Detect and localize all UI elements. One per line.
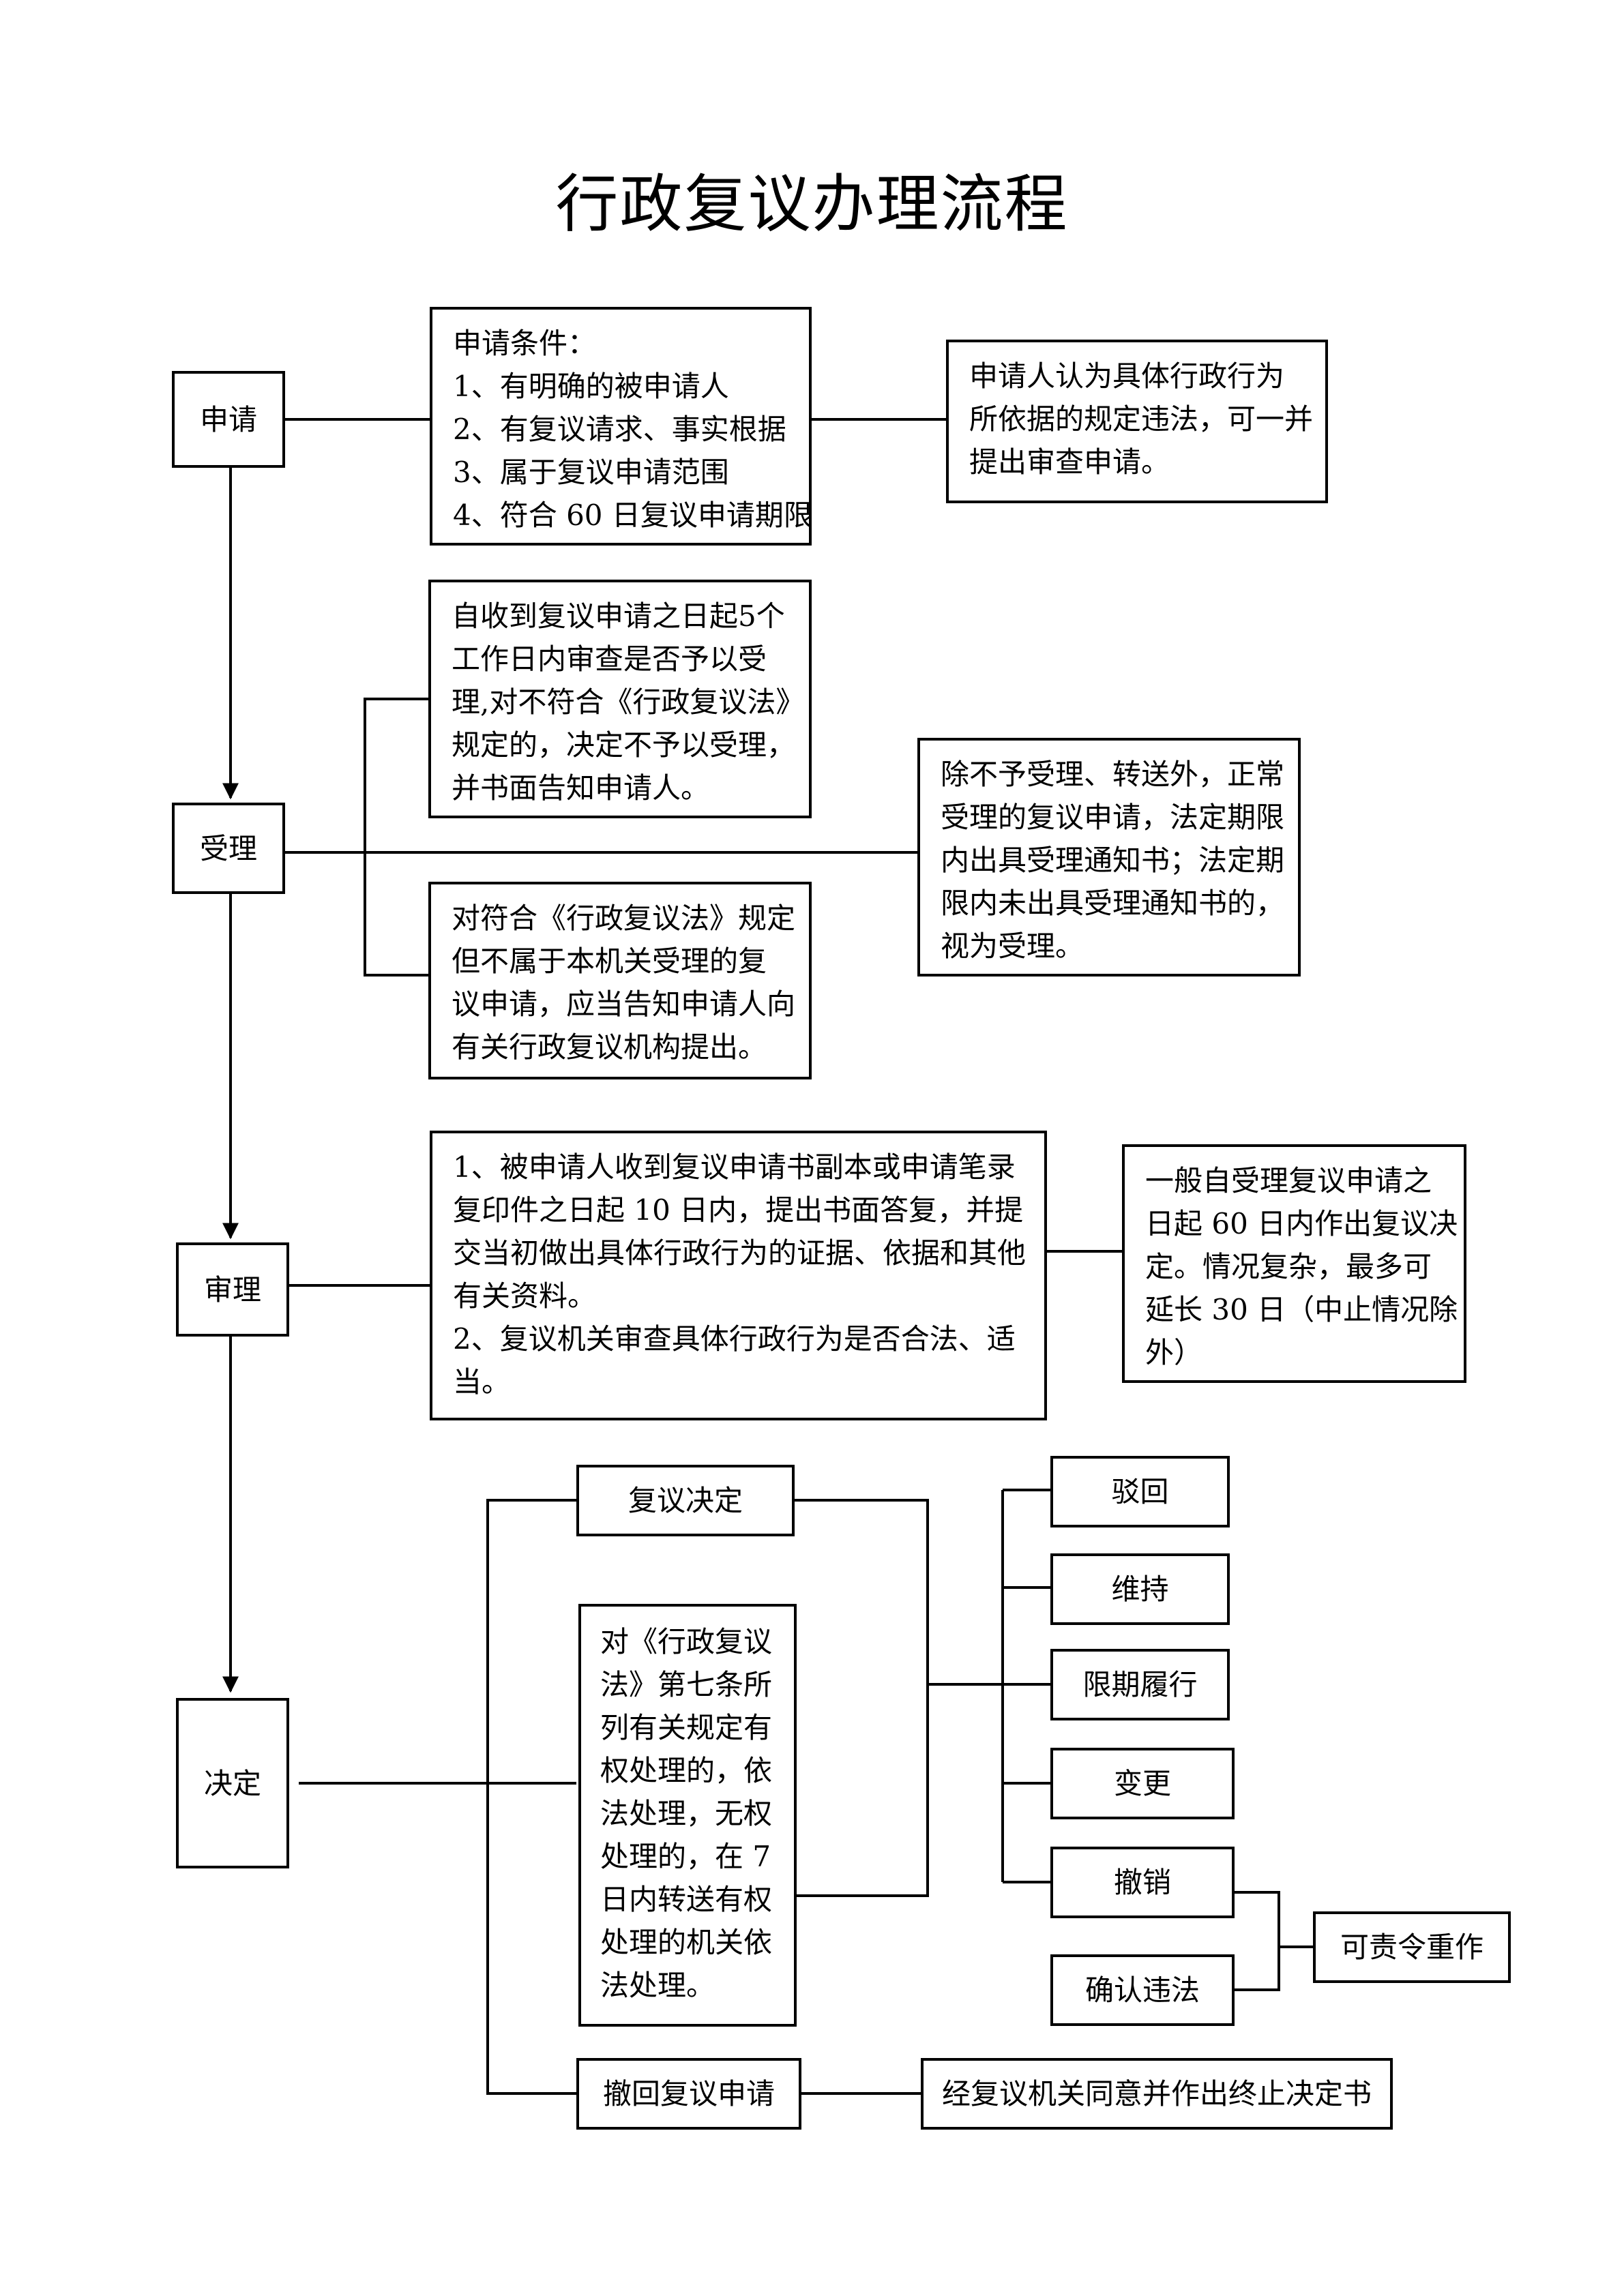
stage-review-label: 审理 [203, 1272, 261, 1307]
review-note-line: 外） [1145, 1336, 1203, 1369]
review-main-line: 当。 [453, 1365, 511, 1399]
accept-note-line: 限内未出具受理通知书的， [941, 886, 1285, 920]
accept-refer-line: 有关行政复议机构提出。 [452, 1030, 767, 1064]
decision-main-label: 复议决定 [628, 1484, 743, 1517]
decision-article7-line: 日内转送有权 [600, 1883, 773, 1916]
decision-article7-line: 处理的，在 7 [600, 1840, 771, 1873]
decision-article7-box: 对《行政复议 法》第七条所 列有关规定有 权处理的，依 法处理，无权 处理的，在… [578, 1604, 797, 2027]
outcome-change-label: 变更 [1113, 1767, 1171, 1800]
accept-refer-box: 对符合《行政复议法》规定 但不属于本机关受理的复 议申请，应当告知申请人向 有关… [428, 882, 812, 1079]
apply-note-box: 申请人认为具体行政行为 所依据的规定违法，可一并 提出审查申请。 [946, 340, 1328, 503]
review-main-line: 复印件之日起 10 日内，提出书面答复，并提 [453, 1193, 1024, 1227]
withdraw-box: 撤回复议申请 [576, 2058, 801, 2130]
decision-article7-line: 列有关规定有 [600, 1711, 773, 1744]
stage-accept-label: 受理 [199, 831, 257, 865]
accept-refer-line: 对符合《行政复议法》规定 [452, 901, 796, 935]
outcome-perform-label: 限期履行 [1082, 1668, 1198, 1701]
accept-review-line: 并书面告知申请人。 [452, 771, 710, 805]
decision-article7-line: 法》第七条所 [600, 1668, 773, 1701]
stage-apply-box: 申请 [172, 371, 285, 468]
outcome-change-box: 变更 [1050, 1748, 1235, 1819]
accept-review-line: 工作日内审查是否予以受 [452, 642, 767, 676]
decision-article7-line: 权处理的，依 [600, 1754, 773, 1787]
review-main-box: 1、被申请人收到复议申请书副本或申请笔录 复印件之日起 10 日内，提出书面答复… [430, 1131, 1047, 1420]
redo-box: 可责令重作 [1313, 1911, 1511, 1983]
apply-conditions-line: 4、符合 60 日复议申请期限 [453, 498, 812, 532]
outcome-confirm-illegal-label: 确认违法 [1084, 1973, 1200, 2007]
accept-refer-line: 但不属于本机关受理的复 [452, 944, 767, 978]
review-main-line: 有关资料。 [453, 1279, 597, 1313]
accept-note-line: 受理的复议申请，法定期限 [941, 801, 1285, 834]
accept-review-line: 规定的，决定不予以受理， [452, 728, 796, 762]
apply-note-line: 申请人认为具体行政行为 [969, 359, 1285, 393]
stage-decide-box: 决定 [176, 1698, 289, 1868]
review-note-line: 定。情况复杂，最多可 [1145, 1250, 1432, 1283]
accept-note-box: 除不予受理、转送外，正常 受理的复议申请，法定期限 内出具受理通知书；法定期 限… [917, 738, 1301, 976]
stage-decide-label: 决定 [203, 1766, 261, 1800]
redo-label: 可责令重作 [1340, 1930, 1483, 1964]
accept-note-line: 内出具受理通知书；法定期 [941, 844, 1285, 877]
decision-article7-line: 法处理，无权 [600, 1797, 773, 1830]
review-main-line: 交当初做出具体行政行为的证据、依据和其他 [453, 1236, 1027, 1270]
accept-review-box: 自收到复议申请之日起5个 工作日内审查是否予以受 理,对不符合《行政复议法》 规… [428, 580, 812, 818]
review-note-line: 日起 60 日内作出复议决 [1145, 1207, 1458, 1240]
apply-note-line: 所依据的规定违法，可一并 [969, 402, 1314, 436]
stage-review-box: 审理 [176, 1242, 289, 1337]
review-main-line: 2、复议机关审查具体行政行为是否合法、适 [453, 1322, 1016, 1356]
review-note-box: 一般自受理复议申请之 日起 60 日内作出复议决 定。情况复杂，最多可 延长 3… [1122, 1144, 1466, 1383]
withdraw-result-label: 经复议机关同意并作出终止决定书 [941, 2077, 1372, 2111]
apply-note-line: 提出审查申请。 [969, 445, 1170, 479]
outcome-reject-label: 驳回 [1111, 1475, 1169, 1508]
accept-review-line: 理,对不符合《行政复议法》 [452, 685, 805, 719]
withdraw-result-box: 经复议机关同意并作出终止决定书 [921, 2058, 1393, 2130]
apply-conditions-box: 申请条件： 1、有明确的被申请人 2、有复议请求、事实根据 3、属于复议申请范围… [430, 307, 812, 546]
decision-article7-line: 对《行政复议 [600, 1625, 773, 1658]
outcome-revoke-box: 撤销 [1050, 1847, 1235, 1918]
withdraw-label: 撤回复议申请 [602, 2077, 775, 2111]
decision-main-box: 复议决定 [576, 1465, 795, 1536]
accept-note-line: 除不予受理、转送外，正常 [941, 758, 1285, 791]
stage-accept-box: 受理 [172, 803, 285, 894]
apply-conditions-line: 申请条件： [453, 327, 597, 360]
review-note-line: 延长 30 日（中止情况除 [1145, 1293, 1458, 1326]
stage-apply-label: 申请 [199, 402, 257, 436]
apply-conditions-line: 1、有明确的被申请人 [453, 370, 729, 403]
page-title: 行政复议办理流程 [555, 168, 1069, 241]
accept-review-line: 自收到复议申请之日起5个 [452, 599, 785, 633]
review-main-line: 1、被申请人收到复议申请书副本或申请笔录 [453, 1150, 1016, 1184]
accept-note-line: 视为受理。 [941, 929, 1084, 963]
outcome-perform-box: 限期履行 [1050, 1649, 1230, 1720]
decision-article7-line: 法处理。 [600, 1969, 715, 2002]
review-note-line: 一般自受理复议申请之 [1145, 1164, 1432, 1197]
accept-refer-line: 议申请，应当告知申请人向 [452, 987, 796, 1021]
decision-article7-line: 处理的机关依 [600, 1926, 773, 1959]
apply-conditions-line: 3、属于复议申请范围 [453, 456, 729, 489]
outcome-revoke-label: 撤销 [1113, 1866, 1171, 1899]
outcome-reject-box: 驳回 [1050, 1456, 1230, 1527]
outcome-uphold-box: 维持 [1050, 1553, 1230, 1625]
outcome-confirm-illegal-box: 确认违法 [1050, 1954, 1235, 2026]
apply-conditions-line: 2、有复议请求、事实根据 [453, 413, 786, 446]
outcome-uphold-label: 维持 [1111, 1572, 1169, 1606]
